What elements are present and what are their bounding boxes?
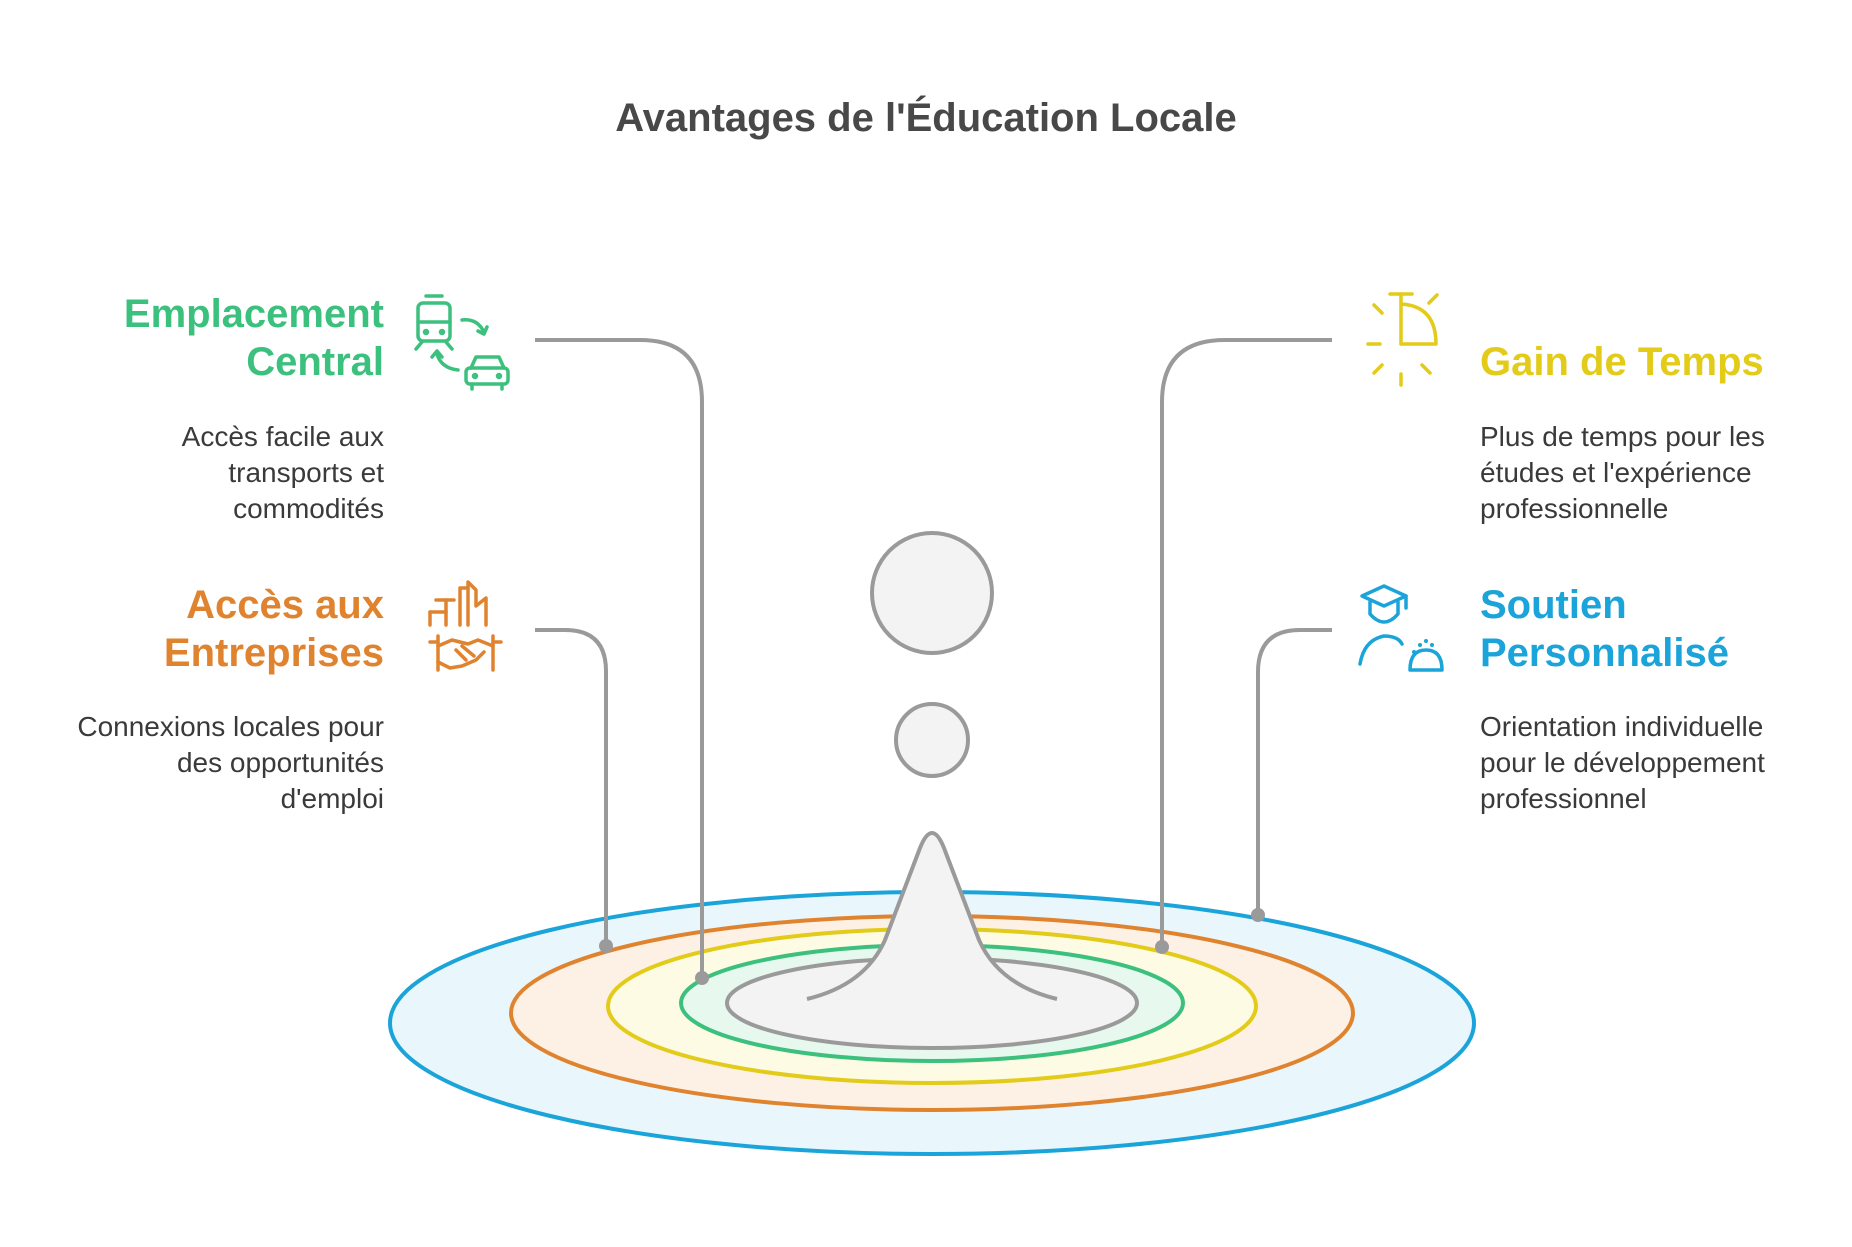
droplet-small (894, 702, 970, 778)
heading-gain-temps: Gain de Temps (1480, 340, 1764, 384)
droplet-large (870, 531, 994, 655)
connector-emplacement (535, 338, 704, 978)
heading-soutien-personnalise: Soutien Personnalisé (1480, 583, 1730, 675)
connector-dot-emplacement (695, 971, 709, 985)
buildings-handshake-icon (428, 580, 503, 672)
train-car-transport-icon (414, 294, 510, 391)
clock-time-icon (1366, 292, 1439, 387)
splash-peak (806, 831, 1058, 1001)
connector-acces (535, 628, 608, 946)
connector-dot-soutien (1251, 908, 1265, 922)
desc-emplacement-central: Accès facile aux transports et commodité… (181, 421, 384, 524)
connector-dot-gain (1155, 940, 1169, 954)
connector-gain (1160, 338, 1332, 947)
diagram-title: Avantages de l'Éducation Locale (615, 96, 1237, 140)
heading-emplacement-central: Emplacement Central (123, 292, 384, 384)
graduate-mentor-icon (1358, 584, 1444, 672)
connector-soutien (1256, 628, 1332, 915)
desc-soutien-personnalise: Orientation individuelle pour le dévelop… (1480, 711, 1765, 814)
heading-acces-entreprises: Accès aux Entreprises (163, 583, 384, 675)
desc-acces-entreprises: Connexions locales pour des opportunités… (77, 711, 384, 814)
connector-dot-acces (599, 939, 613, 953)
desc-gain-temps: Plus de temps pour les études et l'expér… (1480, 421, 1765, 524)
